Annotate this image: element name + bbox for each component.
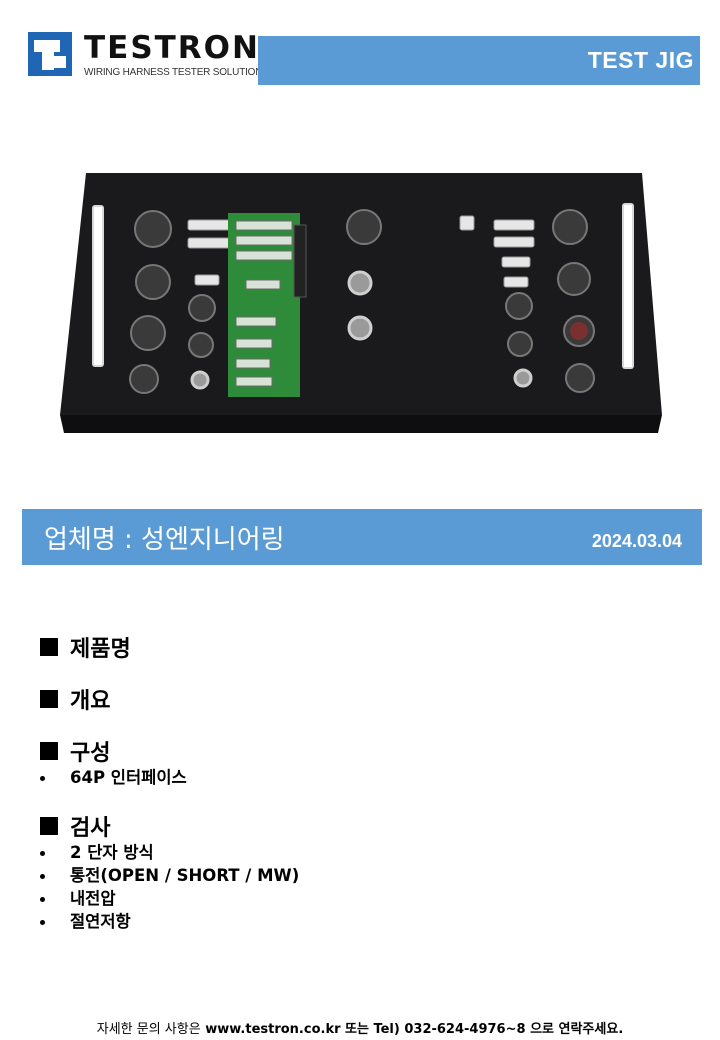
list-item: 통전(OPEN / SHORT / MW) xyxy=(40,864,680,887)
company-name: 업체명 : 성엔지니어링 xyxy=(44,525,285,555)
square-bullet-icon xyxy=(40,817,58,835)
list-item-text: 64P 인터페이스 xyxy=(70,768,187,787)
footer-contact-info[interactable]: www.testron.co.kr 또는 Tel) 032-624-4976~8… xyxy=(205,1022,624,1037)
footer-contact: 자세한 문의 사항은 www.testron.co.kr 또는 Tel) 032… xyxy=(0,1018,720,1037)
list-item-text: 절연저항 xyxy=(70,912,131,931)
list-item: 64P 인터페이스 xyxy=(40,766,680,789)
section-title: 개요 xyxy=(70,689,111,714)
list-item-text: 내전압 xyxy=(70,889,116,908)
document-date: 2024.03.04 xyxy=(591,531,682,551)
section-title: 구성 xyxy=(70,741,111,766)
list-item-text: 통전(OPEN / SHORT / MW) xyxy=(70,866,300,885)
page-title: TEST JIG xyxy=(587,47,694,73)
test-jig-photo xyxy=(60,173,662,433)
list-item: 2 단자 방식 xyxy=(40,841,680,864)
square-bullet-icon xyxy=(40,638,58,656)
section-heading: 구성 xyxy=(40,736,680,766)
square-bullet-icon xyxy=(40,742,58,760)
bullet-dot-icon xyxy=(40,776,45,781)
section-title: 제품명 xyxy=(70,637,131,662)
company-bar: 업체명 : 성엔지니어링 2024.03.04 xyxy=(22,509,702,565)
spec-sections: 제품명 개요 구성 64P 인터페이스 검사 2 단자 방식 통전(OPEN /… xyxy=(40,632,680,933)
list-item: 내전압 xyxy=(40,887,680,910)
inspection-list: 2 단자 방식 통전(OPEN / SHORT / MW) 내전압 절연저항 xyxy=(40,841,680,933)
bullet-dot-icon xyxy=(40,920,45,925)
configuration-list: 64P 인터페이스 xyxy=(40,766,680,789)
section-configuration: 구성 64P 인터페이스 xyxy=(40,736,680,789)
bullet-dot-icon xyxy=(40,851,45,856)
section-heading: 개요 xyxy=(40,684,680,714)
section-overview: 개요 xyxy=(40,684,680,714)
logo-tagline: WIRING HARNESS TESTER SOLUTIONS xyxy=(84,67,269,78)
bullet-dot-icon xyxy=(40,874,45,879)
square-bullet-icon xyxy=(40,690,58,708)
title-bar: TEST JIG xyxy=(258,36,700,85)
testron-logo: TESTRON WIRING HARNESS TESTER SOLUTIONS xyxy=(28,30,269,80)
list-item-text: 2 단자 방식 xyxy=(70,843,154,862)
section-heading: 제품명 xyxy=(40,632,680,662)
section-title: 검사 xyxy=(70,816,111,841)
section-product-name: 제품명 xyxy=(40,632,680,662)
logo-wordmark: TESTRON xyxy=(84,30,260,66)
testron-logo-icon xyxy=(28,32,72,76)
section-inspection: 검사 2 단자 방식 통전(OPEN / SHORT / MW) 내전압 절연저… xyxy=(40,811,680,933)
section-heading: 검사 xyxy=(40,811,680,841)
footer-prefix: 자세한 문의 사항은 xyxy=(96,1022,201,1037)
bullet-dot-icon xyxy=(40,897,45,902)
list-item: 절연저항 xyxy=(40,910,680,933)
